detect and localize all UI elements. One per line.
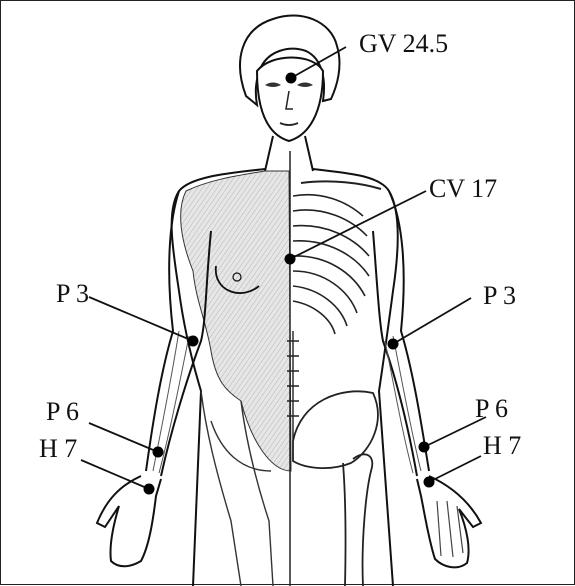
leader-p3-left	[393, 298, 471, 344]
label-h7-right: H 7	[39, 436, 77, 462]
leader-p6-right	[89, 423, 158, 452]
right-arm-tendons	[385, 336, 421, 473]
leader-p3-right	[89, 297, 193, 341]
leader-h7-right	[81, 460, 149, 489]
marker-p6-right	[153, 447, 164, 458]
face-outline	[257, 58, 323, 142]
marker-h7-right	[144, 484, 155, 495]
label-gv24_5: GV 24.5	[359, 31, 448, 57]
label-p6-left: P 6	[475, 396, 508, 422]
leader-h7-left	[429, 456, 481, 482]
marker-cv17	[285, 254, 296, 265]
marker-p3-left	[388, 339, 399, 350]
femur	[343, 454, 372, 586]
label-p3-left: P 3	[483, 283, 516, 309]
ribcage	[293, 181, 381, 334]
label-p3-right: P 3	[56, 281, 89, 307]
marker-gv24_5	[286, 73, 297, 84]
pelvis	[293, 391, 378, 468]
label-h7-left: H 7	[483, 433, 521, 459]
marker-p6-left	[419, 442, 430, 453]
marker-h7-left	[424, 477, 435, 488]
label-p6-right: P 6	[46, 399, 79, 425]
label-cv17: CV 17	[429, 176, 497, 202]
leader-cv17	[290, 191, 426, 259]
muscle-shading	[181, 171, 291, 471]
marker-p3-right	[188, 336, 199, 347]
